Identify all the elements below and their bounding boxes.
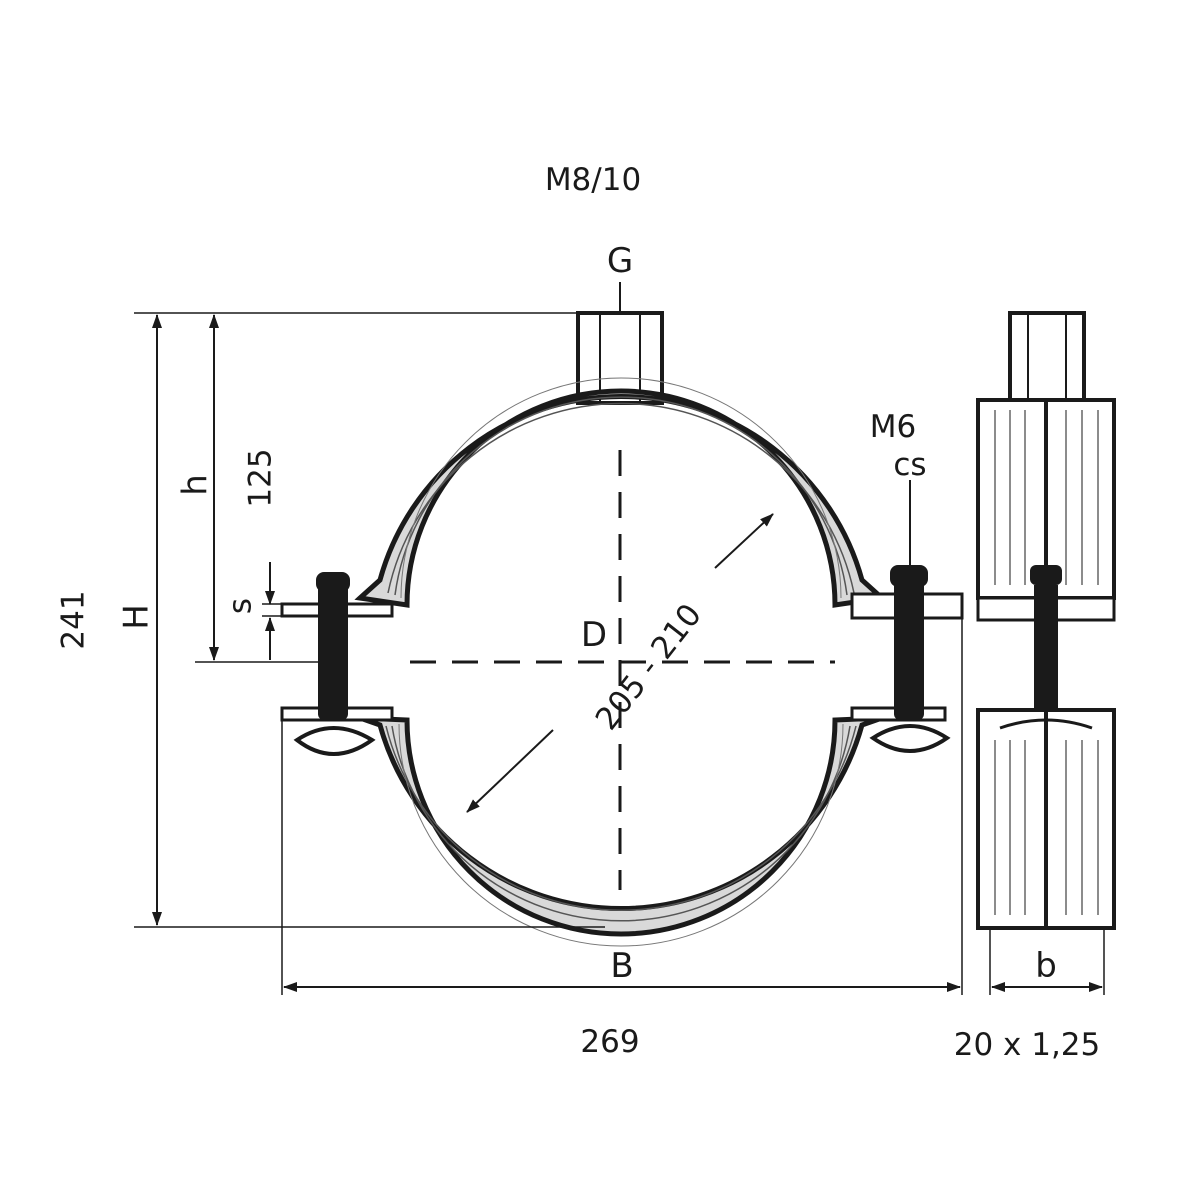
left-screw-assembly bbox=[280, 572, 394, 756]
diameter-symbol: D bbox=[581, 615, 607, 655]
width-dimension bbox=[281, 618, 963, 995]
thickness-symbol: s bbox=[223, 598, 259, 614]
screw-size-label: M6 bbox=[870, 409, 916, 445]
threaded-boss bbox=[576, 282, 664, 405]
upper-band bbox=[354, 377, 888, 608]
height-total-value: 241 bbox=[56, 590, 92, 649]
height-center-value: 125 bbox=[243, 448, 279, 507]
width-symbol: B bbox=[610, 946, 633, 986]
band-value: 20 x 1,25 bbox=[954, 1027, 1101, 1063]
height-dimensions bbox=[134, 312, 605, 928]
center-lines bbox=[410, 450, 835, 890]
diameter-arrows bbox=[466, 513, 774, 813]
height-center-symbol: h bbox=[176, 474, 216, 496]
band-symbol: b bbox=[1035, 946, 1057, 986]
right-screw-assembly bbox=[850, 480, 964, 753]
height-total-symbol: H bbox=[117, 604, 157, 630]
thread-symbol-label: G bbox=[607, 241, 633, 281]
lower-band bbox=[359, 715, 883, 947]
screw-type-label: cs bbox=[893, 447, 926, 483]
width-value: 269 bbox=[580, 1024, 639, 1060]
thread-top-label: M8/10 bbox=[545, 162, 641, 198]
side-view bbox=[976, 311, 1116, 995]
